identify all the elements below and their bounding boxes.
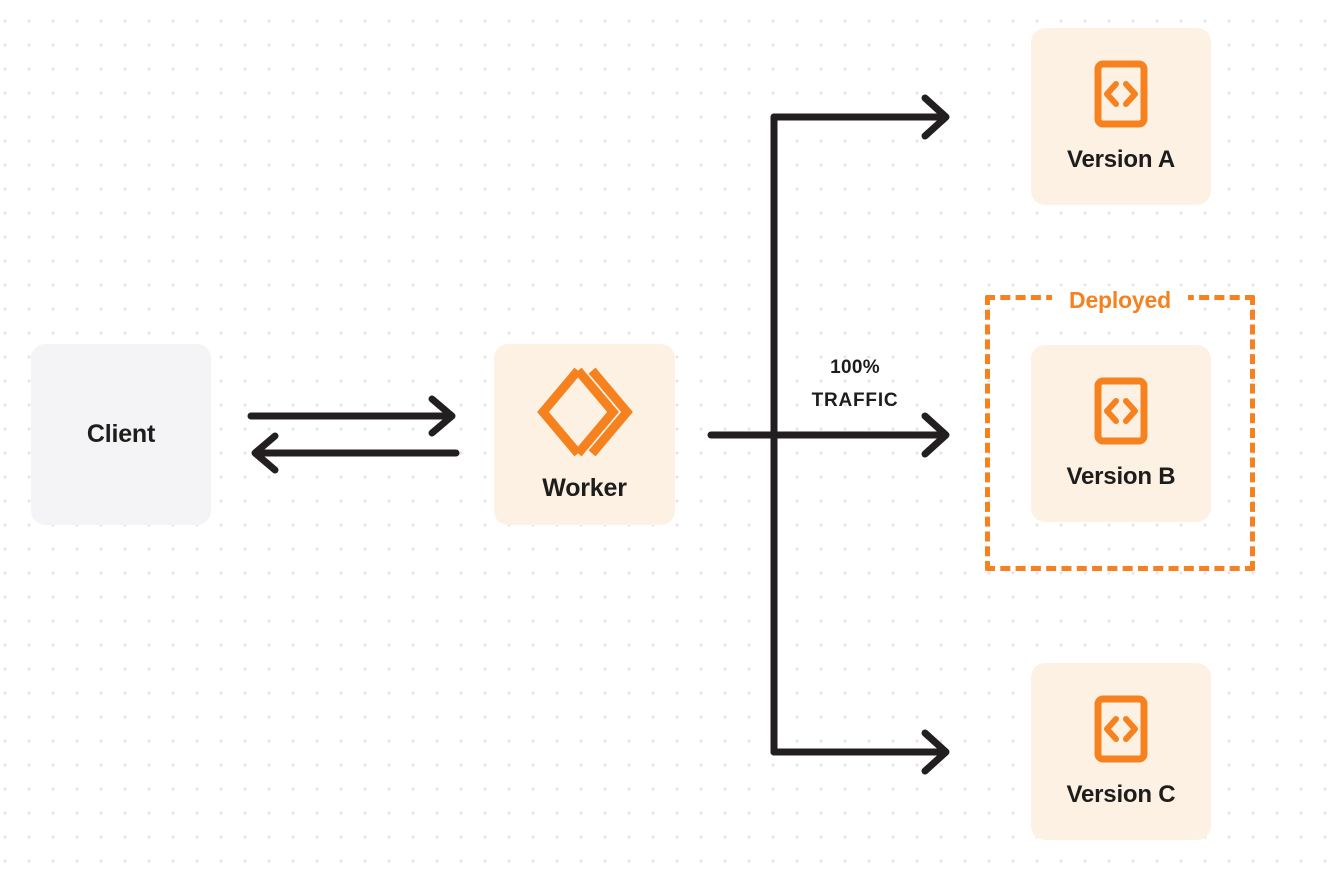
traffic-trunk	[707, 412, 950, 458]
version-a-node[interactable]: Version A	[1031, 28, 1211, 205]
deployed-group-label: Deployed	[1052, 286, 1188, 314]
traffic-caption: TRAFFIC	[811, 390, 899, 411]
worker-label: Worker	[542, 474, 627, 502]
worker-node[interactable]: Worker	[494, 344, 675, 525]
version-c-node[interactable]: Version C	[1031, 663, 1211, 840]
traffic-percent: 100%	[830, 357, 880, 378]
code-document-icon	[1094, 60, 1148, 128]
version-a-label: Version A	[1066, 145, 1176, 173]
version-c-label: Version C	[1066, 780, 1176, 808]
arrow-client-to-worker	[247, 395, 456, 437]
arrow-worker-to-client	[251, 432, 460, 474]
traffic-label: 100% TRAFFIC	[790, 351, 920, 417]
client-label: Client	[86, 420, 156, 448]
cloudflare-workers-logo-icon	[536, 366, 633, 458]
code-document-icon	[1094, 695, 1148, 763]
arrow-branch-version-a	[770, 94, 950, 140]
version-b-label: Version B	[1066, 462, 1176, 490]
arrow-branch-version-c	[770, 729, 950, 775]
code-document-icon	[1094, 377, 1148, 445]
version-b-node[interactable]: Version B	[1031, 345, 1211, 522]
client-node[interactable]: Client	[31, 344, 211, 525]
